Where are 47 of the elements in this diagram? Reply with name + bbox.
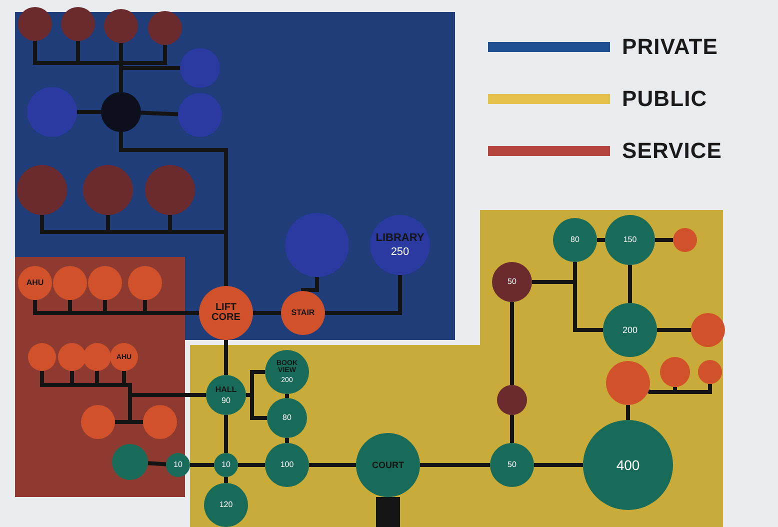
area-value: 150 [623,236,637,244]
connector-line [224,340,228,375]
space-name: COURT [372,460,404,470]
area-value: 90 [222,396,230,404]
legend-label: PUBLIC [622,85,708,113]
space-name: LIFT CORE [210,303,242,323]
area-value: 400 [616,458,640,472]
area-value: 120 [219,501,233,509]
area-value: 10 [222,461,230,469]
legend-label: PRIVATE [622,33,718,61]
area-value: 100 [280,461,294,469]
space-name: HALL [215,386,237,394]
connector-line [657,328,691,332]
connector-line [140,110,178,116]
area-value: 10 [174,461,182,469]
connector-line [301,277,319,292]
connector-line [238,463,265,467]
space-name: STAIR [291,309,315,317]
connector-line [628,265,632,303]
connector-line [648,384,712,394]
connector-line [597,238,605,242]
connector-line [626,405,630,420]
legend-label: SERVICE [622,137,722,165]
connector-line [510,302,514,385]
connector-line [77,110,101,114]
area-value: 200 [622,326,638,334]
connector-line [285,438,289,443]
space-name: AHU [26,279,44,287]
connector-line [190,463,214,467]
connector-line [655,238,673,242]
area-value: 80 [570,236,580,244]
connector-line [325,275,402,315]
space-name: LIBRARY [376,232,424,244]
connector-line [253,311,281,315]
area-value: 50 [508,278,516,286]
connector-line [510,415,514,443]
thick-connector [376,497,400,527]
connector-line [534,463,583,467]
connector-line [224,415,228,453]
area-value: 50 [508,461,516,469]
area-value: 250 [390,246,410,258]
connector-line [420,463,490,467]
connector-line [148,461,166,466]
connector-line [224,477,228,483]
connector-line [309,463,356,467]
area-value: 80 [282,414,292,422]
connector-line [285,394,289,398]
